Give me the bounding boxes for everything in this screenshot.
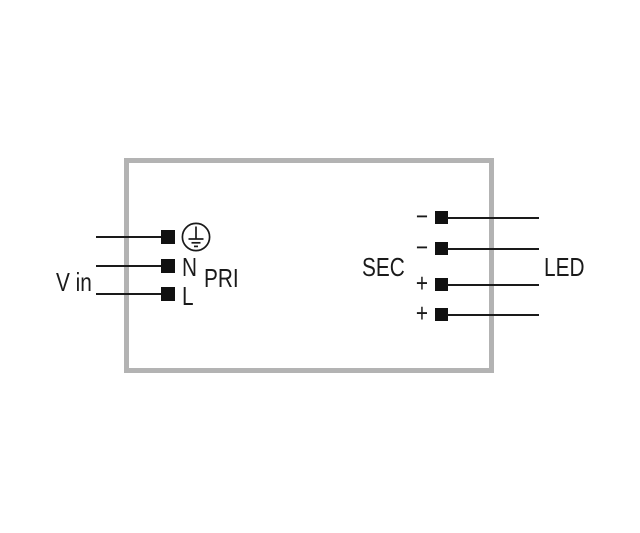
primary-wire-line: [96, 293, 163, 295]
terminal-minus-1: [435, 211, 448, 224]
primary-section-label: PRI: [204, 263, 239, 293]
protective-earth-icon: [181, 222, 211, 257]
terminal-minus-2: [435, 242, 448, 255]
secondary-wire-minus-2: [447, 248, 539, 250]
secondary-wire-plus-1: [447, 284, 539, 286]
terminal-neutral-label: N: [182, 252, 198, 282]
terminal-neutral: [161, 259, 175, 273]
output-load-label: LED: [544, 252, 585, 282]
primary-wire-earth: [96, 236, 163, 238]
input-voltage-label: V in: [56, 267, 92, 297]
secondary-wire-minus-1: [447, 217, 539, 219]
driver-outline: [124, 158, 494, 373]
polarity-plus-sign-1: +: [415, 268, 429, 298]
terminal-plus-1: [435, 278, 448, 291]
terminal-line: [161, 287, 175, 301]
terminal-line-label: L: [182, 281, 194, 311]
secondary-section-label: SEC: [362, 252, 405, 282]
terminal-plus-2: [435, 308, 448, 321]
primary-wire-neutral: [96, 265, 163, 267]
terminal-earth: [161, 230, 175, 244]
polarity-minus-sign-2: −: [415, 232, 429, 262]
polarity-plus-sign-2: +: [415, 298, 429, 328]
polarity-minus-sign-1: −: [415, 201, 429, 231]
secondary-wire-plus-2: [447, 314, 539, 316]
